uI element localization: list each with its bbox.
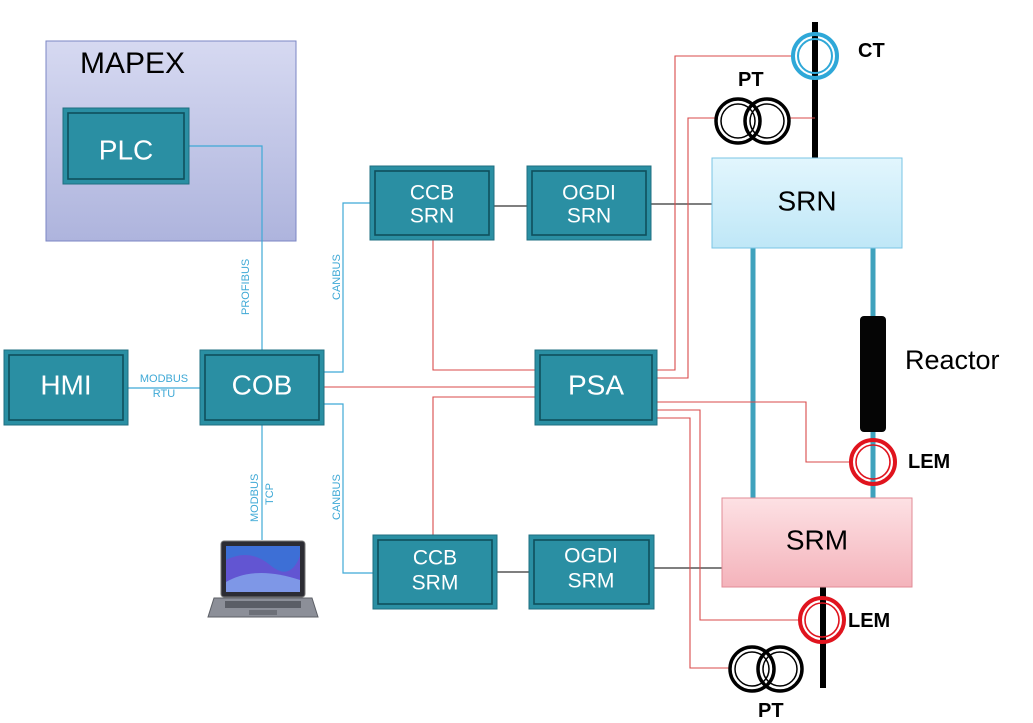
pt-bottom-label: PT [758, 700, 784, 722]
modbus-tcp-line2: TCP [264, 483, 276, 505]
hmi-box[interactable]: HMI [3, 349, 129, 426]
psa-label: PSA [568, 369, 624, 400]
comm-lines [128, 145, 373, 574]
dark-lines [494, 203, 722, 573]
lem-top-label: LEM [908, 451, 950, 473]
red-signal-lines [324, 55, 850, 669]
ogdi-srn-box[interactable]: OGDI SRN [526, 165, 652, 241]
ogdi-srm-box[interactable]: OGDI SRM [528, 534, 655, 610]
modbus-rtu-line1: MODBUS [140, 373, 188, 385]
psa-pt-bottom-line [657, 417, 730, 669]
modbus-rtu-line2: RTU [153, 388, 175, 400]
psa-ct-line [657, 55, 792, 371]
ct-ring [791, 32, 839, 80]
srn-label: SRN [777, 185, 836, 216]
ccb-srn-line1: CCB [410, 182, 454, 205]
profibus-label: PROFIBUS [240, 259, 252, 315]
cob-box[interactable]: COB [199, 349, 325, 426]
psa-lem-top-line [657, 401, 850, 463]
ccb-srm-box[interactable]: CCB SRM [372, 534, 498, 610]
ccb-srm-psa-line [432, 396, 535, 535]
profibus-line [188, 145, 263, 350]
srm-label: SRM [786, 524, 848, 555]
psa-lem-bottom-line [657, 409, 800, 621]
modbus-tcp-line1: MODBUS [249, 474, 261, 522]
canbus-top-label: CANBUS [331, 254, 343, 300]
srm-box[interactable]: SRM [721, 497, 913, 588]
busbars [812, 22, 826, 688]
srn-box[interactable]: SRN [711, 157, 903, 249]
cob-label: COB [232, 369, 293, 400]
pt-top-label: PT [738, 69, 764, 91]
ccb-srn-box[interactable]: CCB SRN [369, 165, 495, 241]
plc-label: PLC [99, 134, 153, 165]
reactor [860, 316, 886, 432]
ogdi-srm-line1: OGDI [564, 545, 618, 568]
ccb-srn-line2: SRN [410, 205, 454, 228]
ccb-srm-line1: CCB [413, 547, 457, 570]
canbus-bottom-label: CANBUS [331, 474, 343, 520]
pt-top-sensor [714, 97, 791, 145]
lem-top-sensor [849, 438, 897, 486]
ccb-srm-line2: SRM [412, 572, 459, 595]
ogdi-srn-line2: SRN [567, 205, 611, 228]
ogdi-srn-line1: OGDI [562, 182, 616, 205]
plc-box[interactable]: PLC [62, 107, 190, 185]
lem-bottom-label: LEM [848, 610, 890, 632]
ct-label: CT [858, 40, 885, 62]
ogdi-srm-line2: SRM [568, 570, 615, 593]
lem-bottom-sensor [798, 596, 846, 644]
ct-ring-inner [797, 38, 833, 74]
ct-sensor [791, 32, 839, 80]
hmi-label: HMI [40, 369, 91, 400]
pt-bottom-sensor [728, 645, 804, 693]
mapex-title: MAPEX [80, 47, 185, 80]
canbus-bottom-line [324, 403, 373, 574]
psa-box[interactable]: PSA [534, 349, 658, 426]
ccb-srn-psa-line [432, 240, 535, 371]
canbus-top-line [324, 202, 370, 373]
power-links [750, 248, 886, 498]
laptop-icon [207, 540, 319, 618]
psa-pt-top-line-a [657, 117, 715, 379]
reactor-label: Reactor [905, 345, 1000, 375]
